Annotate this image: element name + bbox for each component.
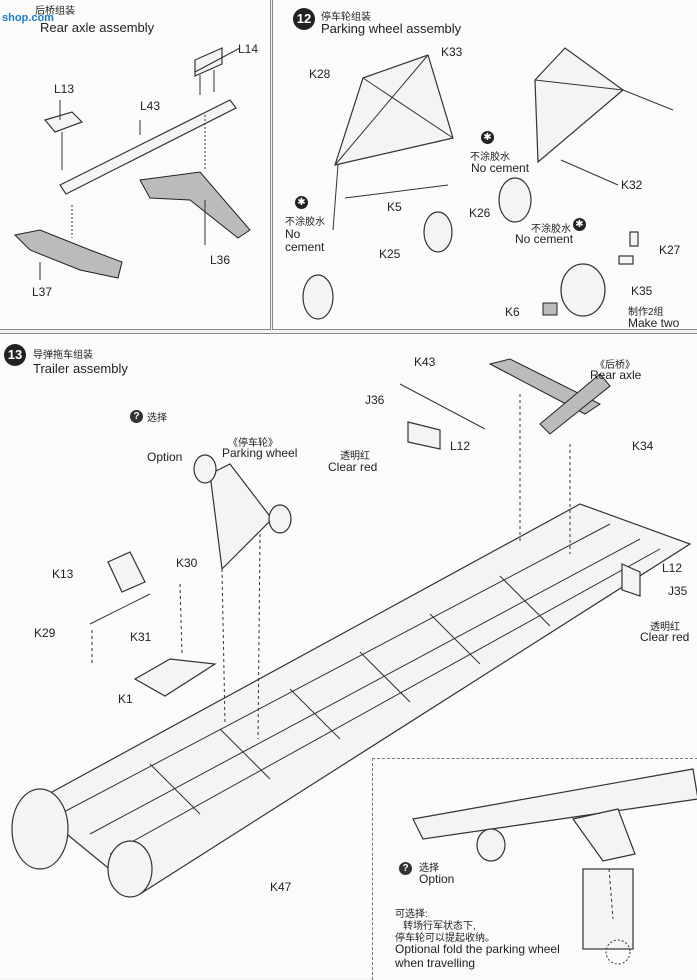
no-cement-en-1: No cement bbox=[471, 161, 530, 175]
part-label-L43: L43 bbox=[140, 99, 161, 113]
inset-note-en-2: when travelling bbox=[395, 956, 476, 970]
part-label-K34: K34 bbox=[632, 439, 654, 453]
part-label-K43: K43 bbox=[414, 355, 436, 369]
part-label-K35: K35 bbox=[631, 284, 653, 298]
fold-wheel-drawing bbox=[412, 768, 697, 965]
inset-option-cn: 选择 bbox=[419, 863, 439, 874]
step-12-panel: 12 停车轮组装 Parking wheel assembly K33 K28 … bbox=[272, 0, 697, 330]
no-cement-cn-2: 不涂胶水 bbox=[285, 217, 325, 228]
part-label-K5: K5 bbox=[387, 200, 402, 214]
part-label-K32: K32 bbox=[621, 178, 643, 192]
part-label-J36: J36 bbox=[365, 393, 385, 407]
step-11-panel: 后桥组装 Rear axle assembly L14 L13 L43 L36 … bbox=[0, 0, 271, 330]
part-label-K26: K26 bbox=[469, 206, 491, 220]
part-label-L13: L13 bbox=[54, 82, 75, 96]
step-11-title-en: Rear axle assembly bbox=[40, 20, 155, 35]
part-label-L37: L37 bbox=[32, 285, 53, 299]
no-cement-cn-1: 不涂胶水 bbox=[470, 152, 510, 163]
clear-red-en-2: Clear red bbox=[640, 630, 690, 644]
parking-wheel-drawing bbox=[302, 47, 674, 320]
inset-note-cn-2: 转场行军状态下, bbox=[403, 921, 476, 932]
step-12-number: 12 bbox=[293, 8, 315, 30]
option-en: Option bbox=[147, 450, 183, 464]
option-cn: 选择 bbox=[147, 413, 167, 424]
part-label-K1: K1 bbox=[118, 692, 133, 706]
no-cement-cn-3: 不涂胶水 bbox=[531, 224, 571, 235]
no-cement-en-2b: cement bbox=[285, 240, 325, 254]
inset-note-en-1: Optional fold the parking wheel bbox=[395, 942, 560, 956]
no-cement-en-2a: No bbox=[285, 227, 301, 241]
no-cement-icon: ✱ bbox=[295, 196, 308, 209]
step-13-title-cn: 导弹拖车组装 bbox=[33, 350, 93, 361]
clear-red-en-1: Clear red bbox=[328, 460, 378, 474]
step-13-title-en: Trailer assembly bbox=[33, 361, 128, 376]
option-icon: ? bbox=[399, 862, 412, 875]
part-label-K33: K33 bbox=[441, 45, 463, 59]
part-label-L12-a: L12 bbox=[450, 439, 471, 453]
part-label-L36: L36 bbox=[210, 253, 231, 267]
option-icon: ? bbox=[130, 410, 143, 423]
no-cement-icon: ✱ bbox=[481, 131, 494, 144]
step-11-title-cn: 后桥组装 bbox=[35, 6, 75, 17]
step-12-title-en: Parking wheel assembly bbox=[321, 21, 462, 36]
watermark: shop.com bbox=[2, 12, 54, 24]
inset-note-cn-1: 可选择: bbox=[395, 909, 428, 920]
part-label-L14: L14 bbox=[238, 42, 259, 56]
make-two-cn: 制作2组 bbox=[628, 307, 664, 318]
inset-option-en: Option bbox=[419, 872, 455, 886]
part-label-K25: K25 bbox=[379, 247, 401, 261]
no-cement-icon: ✱ bbox=[573, 218, 586, 231]
no-cement-en-3: No cement bbox=[515, 232, 574, 246]
part-label-L12-b: L12 bbox=[662, 561, 683, 575]
trailer-assembly-drawing bbox=[11, 358, 692, 898]
part-label-K6: K6 bbox=[505, 305, 520, 319]
parking-wheel-cn: 《停车轮》 bbox=[228, 438, 278, 449]
part-label-J35: J35 bbox=[668, 584, 688, 598]
step-13-number: 13 bbox=[4, 344, 26, 366]
part-label-K29: K29 bbox=[34, 626, 56, 640]
part-label-K30: K30 bbox=[176, 556, 198, 570]
part-label-K47: K47 bbox=[270, 880, 292, 894]
make-two-en: Make two bbox=[628, 316, 680, 330]
clear-red-cn-2: 透明红 bbox=[650, 622, 680, 633]
part-label-K13: K13 bbox=[52, 567, 74, 581]
step-13-panel: 13 导弹拖车组装 Trailer assembly ? 选择 Option 《… bbox=[0, 333, 697, 979]
inset-note-cn-3: 停车轮可以提起收纳。 bbox=[395, 933, 495, 944]
part-label-K28: K28 bbox=[309, 67, 331, 81]
part-label-K27: K27 bbox=[659, 243, 681, 257]
parking-wheel-en: Parking wheel bbox=[222, 446, 298, 460]
rear-axle-cn: 《后桥》 bbox=[595, 360, 635, 371]
option-inset: ? 选择 Option 可选择: 转场行军状态下, 停车轮可以提起收纳。 Opt… bbox=[372, 758, 697, 980]
part-label-K31: K31 bbox=[130, 630, 152, 644]
step-12-title-cn: 停车轮组装 bbox=[321, 12, 371, 23]
rear-axle-drawing bbox=[13, 47, 251, 280]
rear-axle-en: Rear axle bbox=[590, 368, 642, 382]
clear-red-cn-1: 透明红 bbox=[340, 451, 370, 462]
